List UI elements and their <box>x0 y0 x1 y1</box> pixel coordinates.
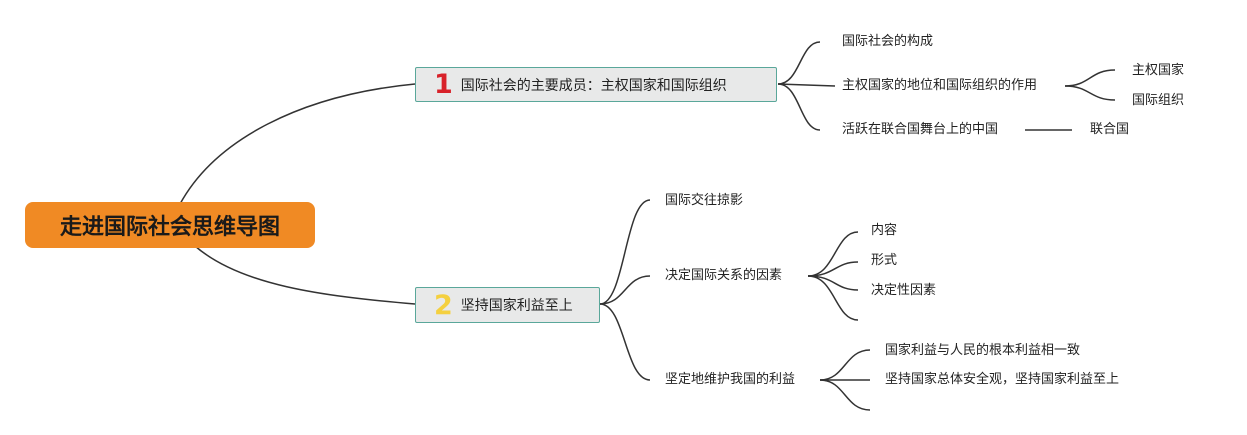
branch-label-2: 坚持国家利益至上 <box>460 298 573 314</box>
link-b2-child-3 <box>599 303 651 381</box>
topic-node[interactable]: 主权国家的地位和国际组织的作用 <box>842 78 1038 93</box>
link-c22-gc-4 <box>807 275 859 321</box>
branch-node-2[interactable]: 2 坚持国家利益至上 <box>415 287 600 323</box>
link-c12-gc-1 <box>1064 69 1116 87</box>
subtopic-node[interactable]: 联合国 <box>1090 122 1130 137</box>
subtopic-node[interactable]: 坚持国家总体安全观，坚持国家利益至上 <box>885 372 1120 387</box>
subtopic-node[interactable]: 国家利益与人民的根本利益相一致 <box>885 343 1081 358</box>
link-root-branch-1 <box>179 83 416 205</box>
subtopic-node[interactable]: 形式 <box>871 253 898 268</box>
link-b2-child-2 <box>599 275 651 305</box>
link-root-branch-2 <box>194 245 416 305</box>
link-b1-child-1 <box>777 41 821 85</box>
subtopic-node[interactable]: 主权国家 <box>1132 63 1185 78</box>
root-label: 走进国际社会思维导图 <box>59 215 280 240</box>
branch-number-2: 2 <box>434 289 453 321</box>
topic-node[interactable]: 国际交往掠影 <box>665 193 744 208</box>
topic-node[interactable]: 决定国际关系的因素 <box>665 268 783 283</box>
branch-node-1[interactable]: 1 国际社会的主要成员：主权国家和国际组织 <box>415 67 777 102</box>
branch-number-1: 1 <box>434 69 453 100</box>
subtopic-node[interactable]: 决定性因素 <box>871 283 937 298</box>
subtopic-node[interactable]: 国际组织 <box>1132 93 1185 108</box>
link-c12-gc-2 <box>1064 85 1116 101</box>
link-b1-child-3 <box>777 83 821 131</box>
branch-label-1: 国际社会的主要成员：主权国家和国际组织 <box>460 77 727 94</box>
topic-node[interactable]: 活跃在联合国舞台上的中国 <box>842 122 999 137</box>
topic-node[interactable]: 国际社会的构成 <box>842 34 934 49</box>
link-b1-child-2 <box>777 83 836 87</box>
root-node[interactable]: 走进国际社会思维导图 <box>25 202 315 248</box>
link-c23-gc-3 <box>819 379 871 411</box>
link-c23-gc-1 <box>819 349 871 381</box>
link-c22-gc-1 <box>807 231 859 277</box>
topic-node[interactable]: 坚定地维护我国的利益 <box>665 372 796 387</box>
link-b2-child-1 <box>599 199 651 305</box>
subtopic-node[interactable]: 内容 <box>871 223 898 238</box>
